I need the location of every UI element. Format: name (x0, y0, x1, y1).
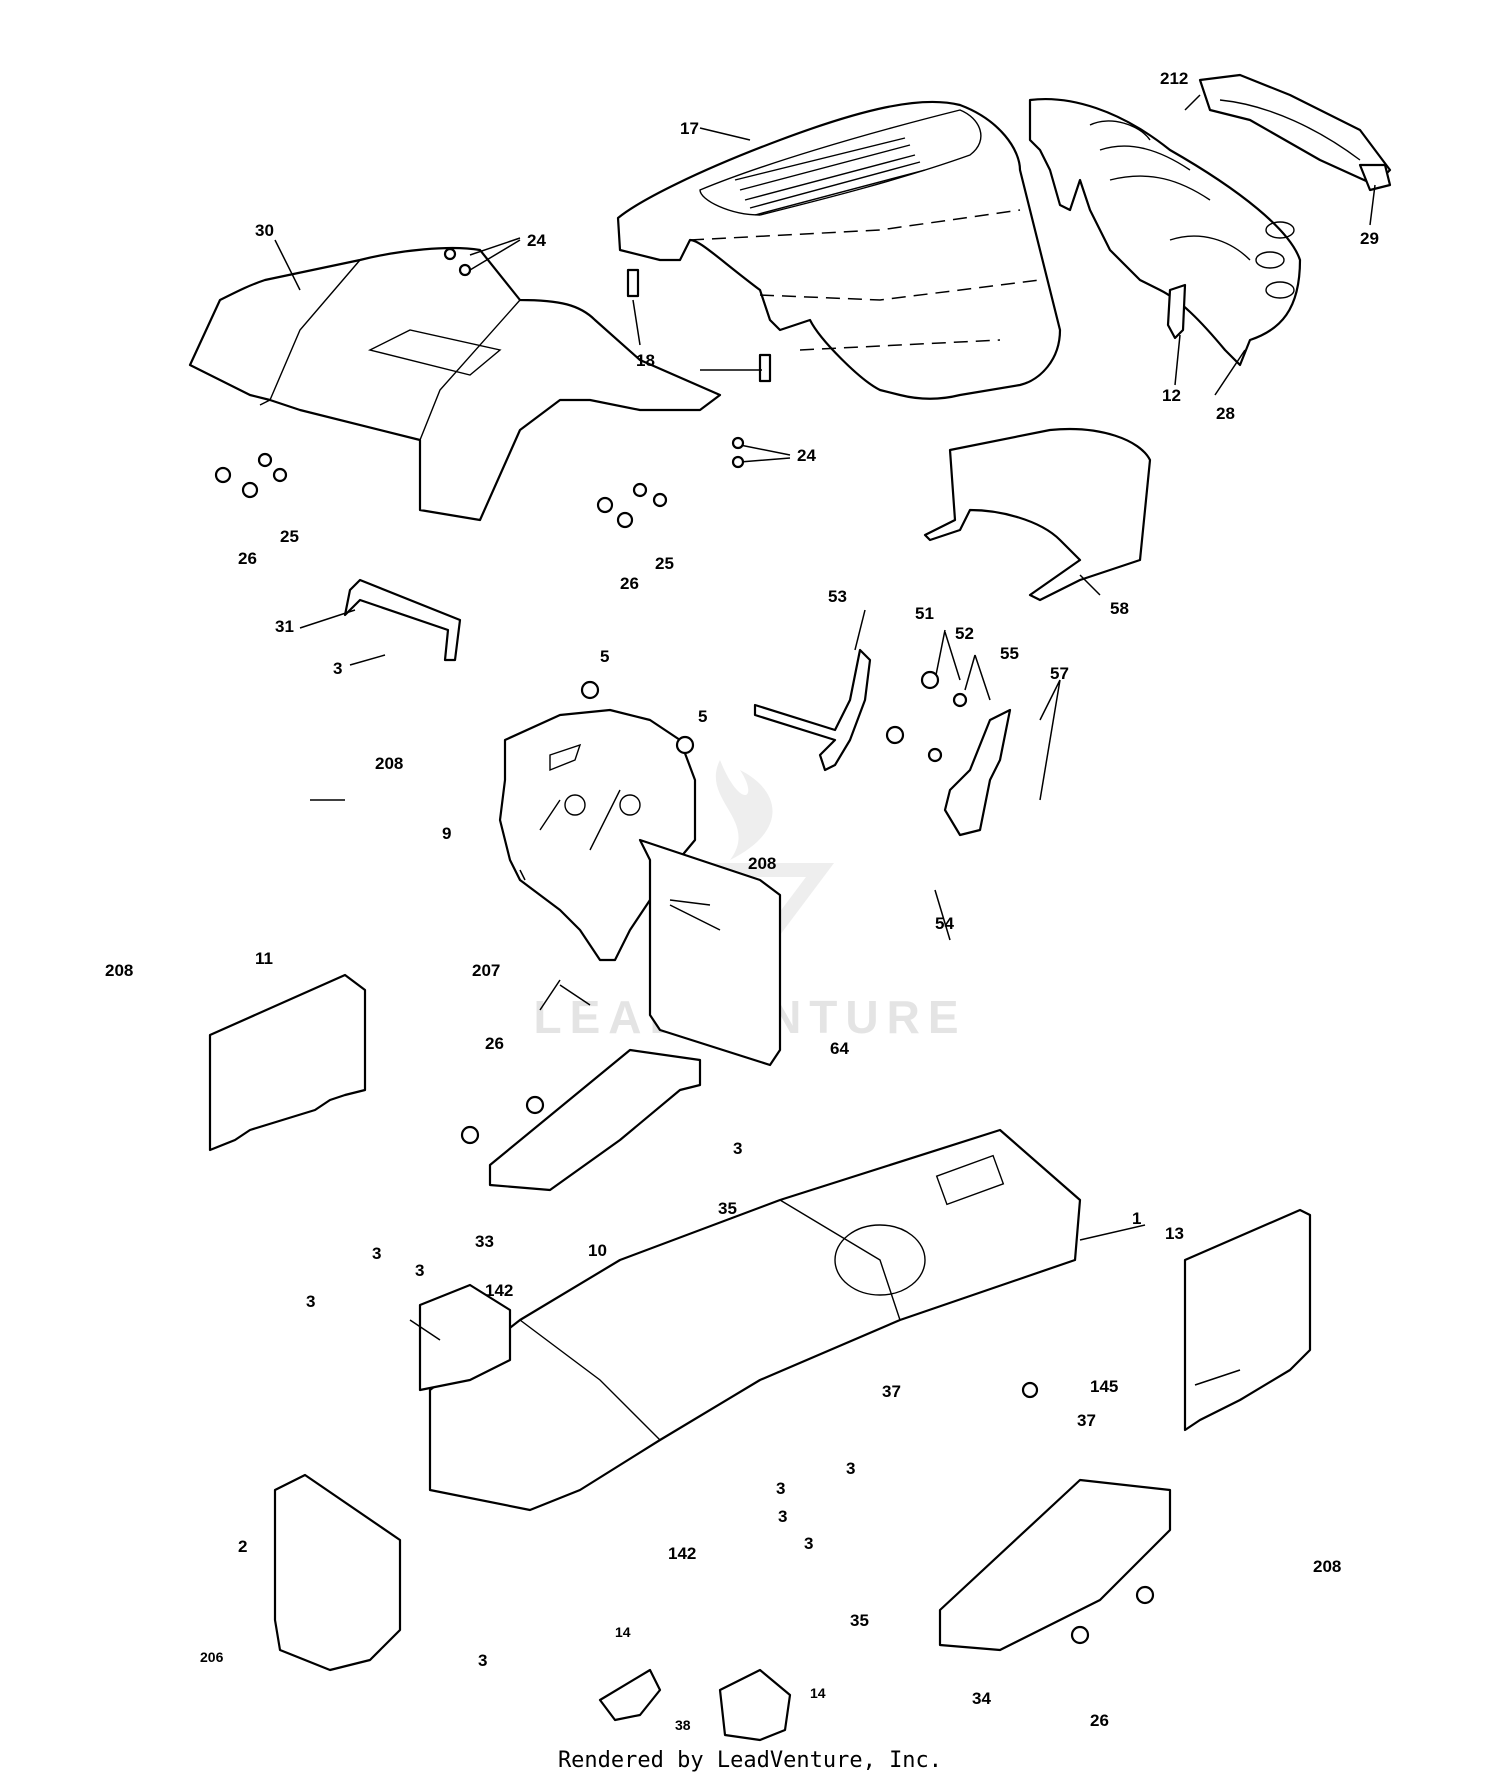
callout-208: 208 (105, 961, 134, 980)
callout-142: 142 (668, 1544, 697, 1563)
callout-18: 18 (636, 351, 655, 370)
callout-3: 3 (415, 1261, 425, 1280)
callout-11: 11 (255, 949, 273, 968)
bracket-part-55 (943, 708, 1012, 837)
frame-part-1 (428, 1128, 1082, 1512)
callout-37: 37 (1077, 1411, 1096, 1430)
leader-lines (274, 94, 1376, 1386)
callout-35: 35 (850, 1611, 869, 1630)
callout-3: 3 (804, 1534, 814, 1553)
callout-29: 29 (1360, 229, 1379, 248)
callout-2: 2 (238, 1537, 248, 1556)
callout-38: 38 (675, 1717, 691, 1733)
callout-10: 10 (588, 1241, 607, 1260)
footer-credit: Rendered by LeadVenture, Inc. (557, 1748, 943, 1773)
callout-212: 212 (1160, 69, 1189, 88)
callout-30: 30 (255, 221, 274, 240)
callout-3: 3 (478, 1651, 488, 1670)
callout-3: 3 (333, 659, 343, 678)
callout-34: 34 (972, 1689, 991, 1708)
hood-part-17 (616, 100, 1062, 400)
callout-3: 3 (733, 1139, 743, 1158)
callout-14: 14 (810, 1685, 826, 1701)
callout-64: 64 (830, 1039, 849, 1058)
callout-13: 13 (1165, 1224, 1184, 1243)
callout-25: 25 (655, 554, 674, 573)
callout-24: 24 (797, 446, 816, 465)
callout-24: 24 (527, 231, 546, 250)
fender-part-30 (188, 246, 722, 522)
callout-58: 58 (1110, 599, 1129, 618)
callout-57: 57 (1050, 664, 1069, 683)
callout-145: 145 (1090, 1377, 1119, 1396)
callout-208: 208 (1313, 1557, 1342, 1576)
side-panel-part-13 (1183, 1208, 1312, 1432)
callout-3: 3 (372, 1244, 382, 1263)
callout-35: 35 (718, 1199, 737, 1218)
bumper-part-18 (626, 268, 772, 383)
callout-206: 206 (200, 1649, 224, 1665)
footrest-part-33 (488, 1048, 702, 1192)
fasteners (214, 247, 1155, 1645)
callout-208: 208 (748, 854, 777, 873)
callout-9: 9 (442, 824, 452, 843)
callout-1: 1 (1132, 1209, 1142, 1228)
callout-26: 26 (1090, 1711, 1109, 1730)
callout-25: 25 (280, 527, 299, 546)
dash-panel-part-9 (498, 708, 697, 962)
callout-33: 33 (475, 1232, 494, 1251)
callout-26: 26 (620, 574, 639, 593)
callout-26: 26 (485, 1034, 504, 1053)
latch-part-12 (1166, 283, 1187, 340)
callout-26: 26 (238, 549, 257, 568)
callout-3: 3 (306, 1292, 316, 1311)
footrest-part-34 (938, 1478, 1172, 1652)
shroud-part-58 (923, 428, 1152, 602)
callout-3: 3 (778, 1507, 788, 1526)
callout-208: 208 (375, 754, 404, 773)
callout-5: 5 (698, 707, 708, 726)
callout-53: 53 (828, 587, 847, 606)
callout-3: 3 (846, 1459, 856, 1478)
side-panel-part-11 (208, 973, 367, 1152)
grille-part-28 (1028, 98, 1302, 367)
callout-54: 54 (935, 914, 954, 933)
bracket-part-142 (418, 1283, 512, 1392)
callout-28: 28 (1216, 404, 1235, 423)
callout-37: 37 (882, 1382, 901, 1401)
front-plate-part-2 (273, 1473, 402, 1672)
callout-52: 52 (955, 624, 974, 643)
callout-142: 142 (485, 1281, 514, 1300)
bracket-part-64 (638, 838, 782, 1067)
callout-31: 31 (275, 617, 294, 636)
callout-55: 55 (1000, 644, 1019, 663)
callout-207: 207 (472, 961, 501, 980)
callout-12: 12 (1162, 386, 1181, 405)
callout-5: 5 (600, 647, 610, 666)
callout-17: 17 (680, 119, 699, 138)
callout-51: 51 (915, 604, 934, 623)
bracket-part-31 (343, 578, 462, 662)
bracket-part-38 (598, 1668, 662, 1722)
bracket-part-53 (753, 648, 872, 772)
headlight-part-212 (1198, 73, 1392, 192)
callout-3: 3 (776, 1479, 786, 1498)
callout-14: 14 (615, 1624, 631, 1640)
